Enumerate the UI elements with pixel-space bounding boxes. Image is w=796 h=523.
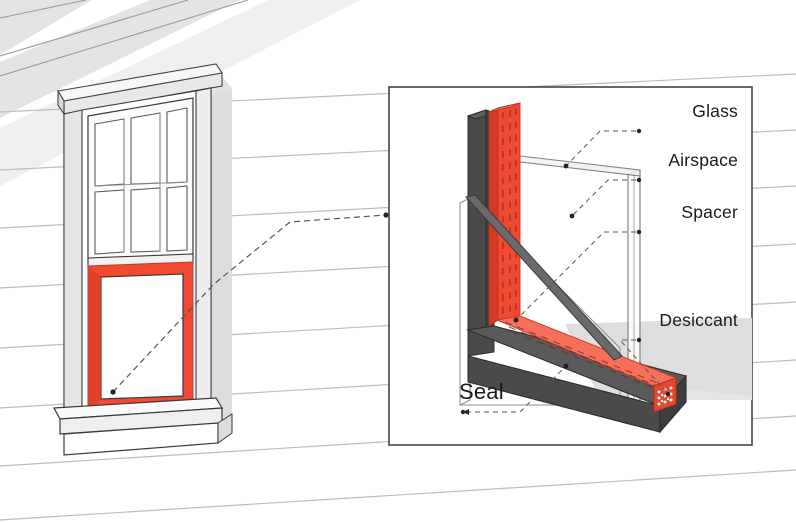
window-assembly [53, 63, 233, 456]
seal-bead-diagonal [465, 194, 623, 361]
callout-label-glass: Glass [692, 101, 738, 121]
upper-sash [87, 97, 194, 263]
detail-connector-leader [110, 212, 389, 395]
callout-leaders [466, 130, 669, 413]
callout-label-spacer: Spacer [681, 202, 738, 222]
glass-pane [94, 118, 125, 187]
seal-horizontal [465, 325, 687, 434]
lower-sash [87, 261, 194, 415]
detail-panel [388, 86, 753, 446]
callout-leader-dots [513, 163, 671, 397]
glass-pane [166, 185, 188, 252]
glass-pane [130, 112, 161, 185]
window-sill [53, 397, 233, 456]
window-shadow [205, 88, 232, 440]
callout-label-airspace: Airspace [668, 150, 738, 170]
window-head-trim [57, 63, 223, 116]
glass-pane [94, 189, 125, 255]
glass-pane [166, 107, 188, 184]
callout-label-dots [460, 128, 642, 415]
spacer-vertical [488, 102, 521, 327]
glass-pane [130, 187, 161, 253]
lower-sash-glass [100, 273, 184, 400]
callout-label-seal: Seal [459, 379, 504, 404]
callout-label-arrows [463, 409, 469, 415]
eave-soffit [0, 0, 249, 77]
callout-label-desiccant: Desiccant [659, 310, 738, 330]
desiccant-end-cap [653, 377, 677, 413]
